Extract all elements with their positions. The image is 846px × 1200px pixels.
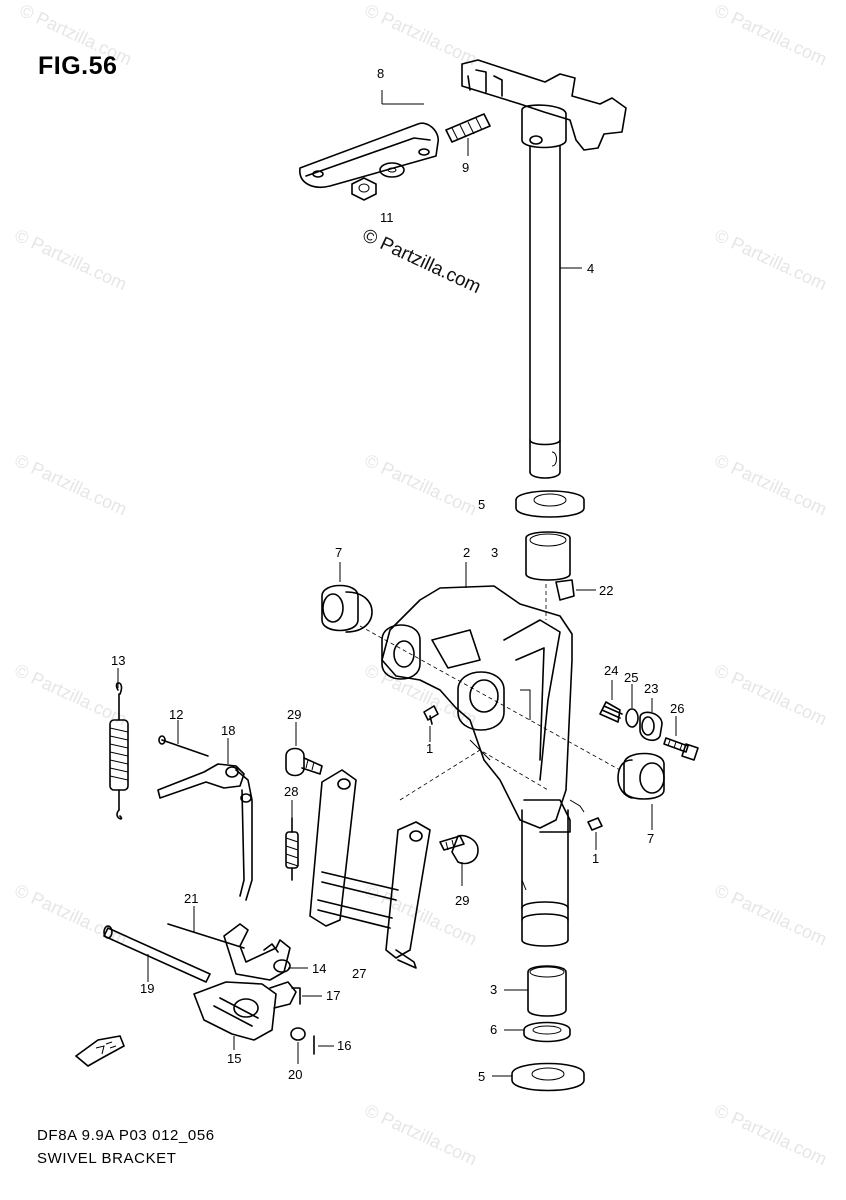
callout-14: 14 — [312, 961, 326, 976]
part-8-plate — [299, 122, 439, 188]
callout-3-lower: 3 — [490, 982, 497, 997]
part-7-right-bushing — [617, 752, 665, 800]
figure-title: FIG.56 — [38, 52, 118, 80]
callout-9: 9 — [462, 160, 469, 175]
part-12-pin — [158, 735, 209, 757]
callout-23: 23 — [644, 681, 658, 696]
callout-29-upper: 29 — [287, 707, 301, 722]
callout-11: 11 — [380, 210, 394, 225]
washer-hole — [387, 167, 397, 173]
part-26-bolt — [663, 737, 699, 761]
part-21-pin — [167, 923, 245, 949]
callout-5-lower: 5 — [478, 1069, 485, 1084]
diagram-code: DF8A 9.9A P03 012_056 — [37, 1127, 215, 1144]
part-13-spring — [109, 682, 129, 820]
part-washer — [379, 162, 405, 178]
callout-13: 13 — [111, 653, 125, 668]
part-5-upper-washer — [515, 490, 585, 518]
callout-1-lower: 1 — [592, 851, 599, 866]
callout-22: 22 — [599, 583, 613, 598]
callout-8: 8 — [377, 66, 384, 81]
part-6-washer — [523, 1021, 571, 1043]
callout-25: 25 — [624, 670, 638, 685]
part-27-reverse-lock — [309, 749, 549, 969]
part-9-stud-bolt — [445, 113, 491, 143]
part-28-spring — [285, 817, 299, 881]
part-20-washer — [290, 1027, 306, 1064]
callout-6: 6 — [490, 1022, 497, 1037]
part-line — [569, 799, 585, 813]
callout-26: 26 — [670, 701, 684, 716]
part-14-lever — [223, 923, 291, 981]
callout-17: 17 — [326, 988, 340, 1003]
fwd-arrow-icon — [74, 1035, 126, 1067]
part-22-key — [555, 579, 575, 601]
callout-21: 21 — [184, 891, 198, 906]
axis-line — [359, 625, 621, 771]
callout-7-upper: 7 — [335, 545, 342, 560]
part-7-left-bushing — [321, 584, 373, 633]
part-17-pin — [291, 987, 301, 1005]
diagram-name: SWIVEL BRACKET — [37, 1150, 177, 1167]
callout-15: 15 — [227, 1051, 241, 1066]
callout-27: 27 — [352, 966, 366, 981]
part-3-lower-bushing — [527, 965, 567, 1017]
part-1-grease-nipple-lower — [587, 817, 603, 831]
callout-2: 2 — [463, 545, 470, 560]
callout-5-upper: 5 — [478, 497, 485, 512]
lower-swivel-tube — [521, 809, 569, 947]
callout-4: 4 — [587, 261, 594, 276]
callout-29-lower: 29 — [455, 893, 469, 908]
part-18-lever — [157, 763, 253, 901]
part-25-washer — [625, 708, 639, 728]
part-11-nut — [351, 177, 377, 201]
callout-1-upper: 1 — [426, 741, 433, 756]
part-23-bushing — [639, 711, 663, 742]
callout-28: 28 — [284, 784, 298, 799]
part-2-swivel-bracket — [381, 585, 573, 833]
part-24-spring — [599, 701, 623, 723]
callout-19: 19 — [140, 981, 154, 996]
callout-16: 16 — [337, 1038, 351, 1053]
part-4-steering-head — [461, 59, 627, 151]
part-3-upper-bushing — [525, 531, 571, 581]
part-15-tilt-lever — [193, 981, 297, 1041]
callout-24: 24 — [604, 663, 618, 678]
callout-12: 12 — [169, 707, 183, 722]
callout-3-upper: 3 — [491, 545, 498, 560]
part-29-upper-bolt — [285, 747, 323, 777]
part-19-shaft — [103, 925, 211, 983]
callout-7-lower: 7 — [647, 831, 654, 846]
callout-20: 20 — [288, 1067, 302, 1082]
part-4-shaft — [529, 145, 561, 479]
part-1-grease-nipple-upper — [423, 705, 439, 725]
part-5-lower-washer — [511, 1062, 585, 1092]
callout-18: 18 — [221, 723, 235, 738]
part-29-lower-bolt — [439, 834, 479, 865]
